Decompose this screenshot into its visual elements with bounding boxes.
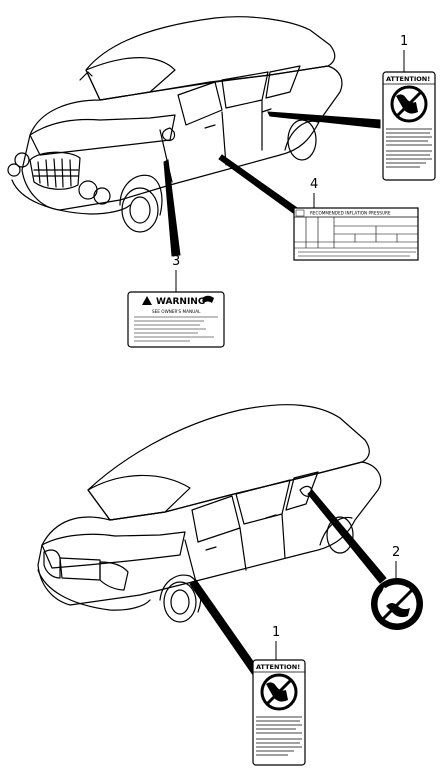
callout-number-2: 2 bbox=[392, 545, 400, 560]
callout-number-4: 4 bbox=[310, 177, 318, 192]
tire-placard-label: 4 RECOMMENDED INFLATION PRESSURE bbox=[293, 177, 419, 261]
tire-placard-heading: RECOMMENDED INFLATION PRESSURE bbox=[310, 211, 391, 216]
callout-number-1-bottom: 1 bbox=[272, 625, 280, 640]
leader-lines-bottom bbox=[189, 489, 387, 686]
attention-heading-top: ATTENTION! bbox=[386, 75, 430, 83]
leader-lines-top bbox=[163, 111, 381, 257]
warning-subheading: SEE OWNER'S MANUAL bbox=[152, 309, 201, 314]
warning-label: 3 WARNING SEE OWNER'S MANUAL bbox=[127, 254, 225, 348]
callout-number-1-top: 1 bbox=[400, 34, 408, 49]
car-rear-view bbox=[37, 404, 382, 623]
car-front-view bbox=[7, 16, 343, 233]
airbag-heading: AIRBAG bbox=[382, 586, 410, 594]
callout-number-3: 3 bbox=[172, 254, 180, 269]
airbag-symbol-label: 2 AIRBAG bbox=[371, 545, 423, 630]
attention-label-top: 1 ATTENTION! bbox=[382, 34, 436, 181]
attention-heading-bottom: ATTENTION! bbox=[256, 663, 300, 671]
attention-label-bottom: 1 ATTENTION! bbox=[252, 625, 306, 766]
warning-heading: WARNING bbox=[156, 297, 205, 307]
